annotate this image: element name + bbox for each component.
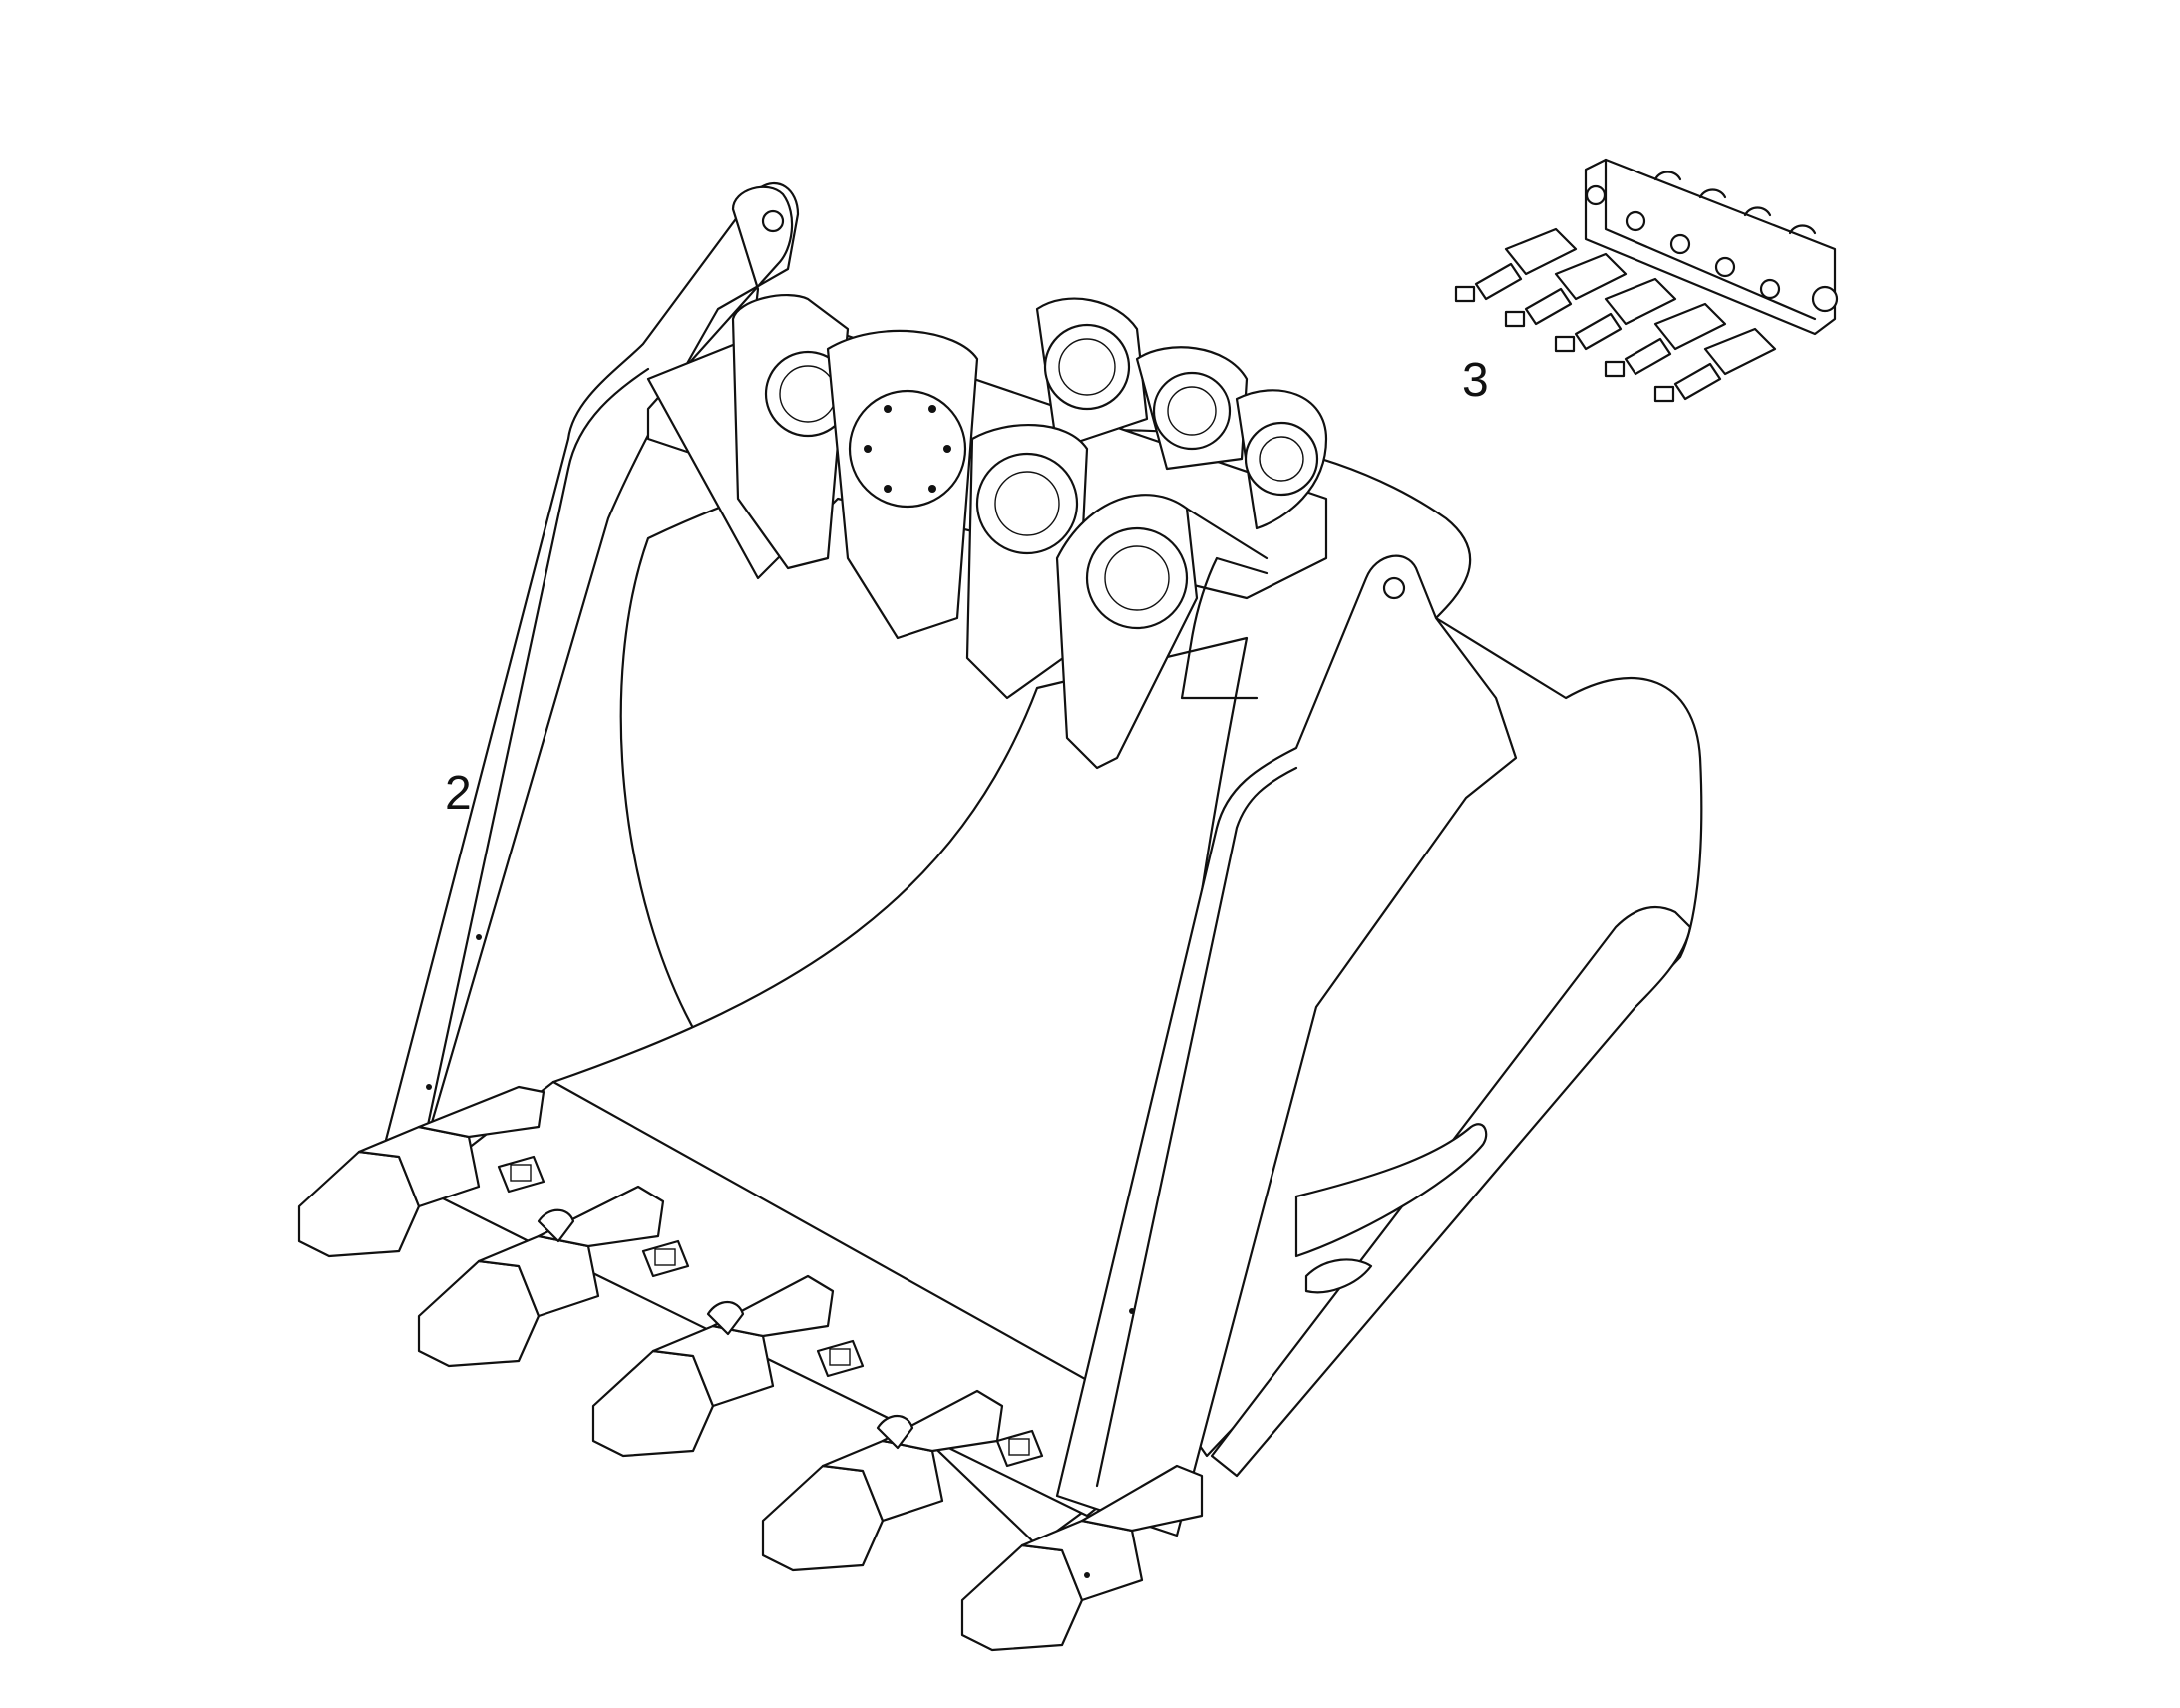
right-wear-strip xyxy=(1210,905,1692,1478)
tooth-left xyxy=(297,1085,545,1258)
ear-hub-cover xyxy=(848,389,967,509)
ear-right-bore xyxy=(1244,421,1319,497)
right-side-plate-edge xyxy=(1095,766,1298,1488)
callout-bucket: 2 xyxy=(445,767,472,820)
callout-lubrication-block: 3 xyxy=(1462,354,1489,407)
tooth-3 xyxy=(591,1274,835,1458)
right-lift-hole xyxy=(1382,576,1406,600)
bucket-teeth xyxy=(297,1085,1204,1652)
ear-center-bore xyxy=(975,452,1079,555)
right-side-plate xyxy=(1055,554,1518,1537)
grease-nipples xyxy=(1585,184,1781,300)
left-side-plate-edge xyxy=(417,367,650,1169)
bucket-assembly xyxy=(297,182,1703,1652)
distributor-top-bumps xyxy=(1653,171,1817,235)
ear-right-front-bore xyxy=(1085,526,1189,630)
mounting-ears xyxy=(731,294,1328,770)
inner-rib xyxy=(1294,1123,1488,1258)
left-side-plate xyxy=(377,182,800,1169)
left-lift-hole xyxy=(761,209,785,233)
grease-valves xyxy=(1454,227,1777,403)
ear-right-top-bore xyxy=(1152,371,1232,451)
distributor-port xyxy=(1811,285,1839,313)
retaining-wire xyxy=(1180,507,1269,700)
tooth-2 xyxy=(417,1185,665,1368)
ear-center-top-bore xyxy=(1043,323,1131,411)
rib-lug xyxy=(1304,1258,1373,1294)
lubrication-distributor xyxy=(1454,158,1839,403)
tooth-right xyxy=(960,1464,1204,1652)
tooth-4 xyxy=(761,1389,1004,1572)
edge-protectors xyxy=(497,1155,1044,1468)
